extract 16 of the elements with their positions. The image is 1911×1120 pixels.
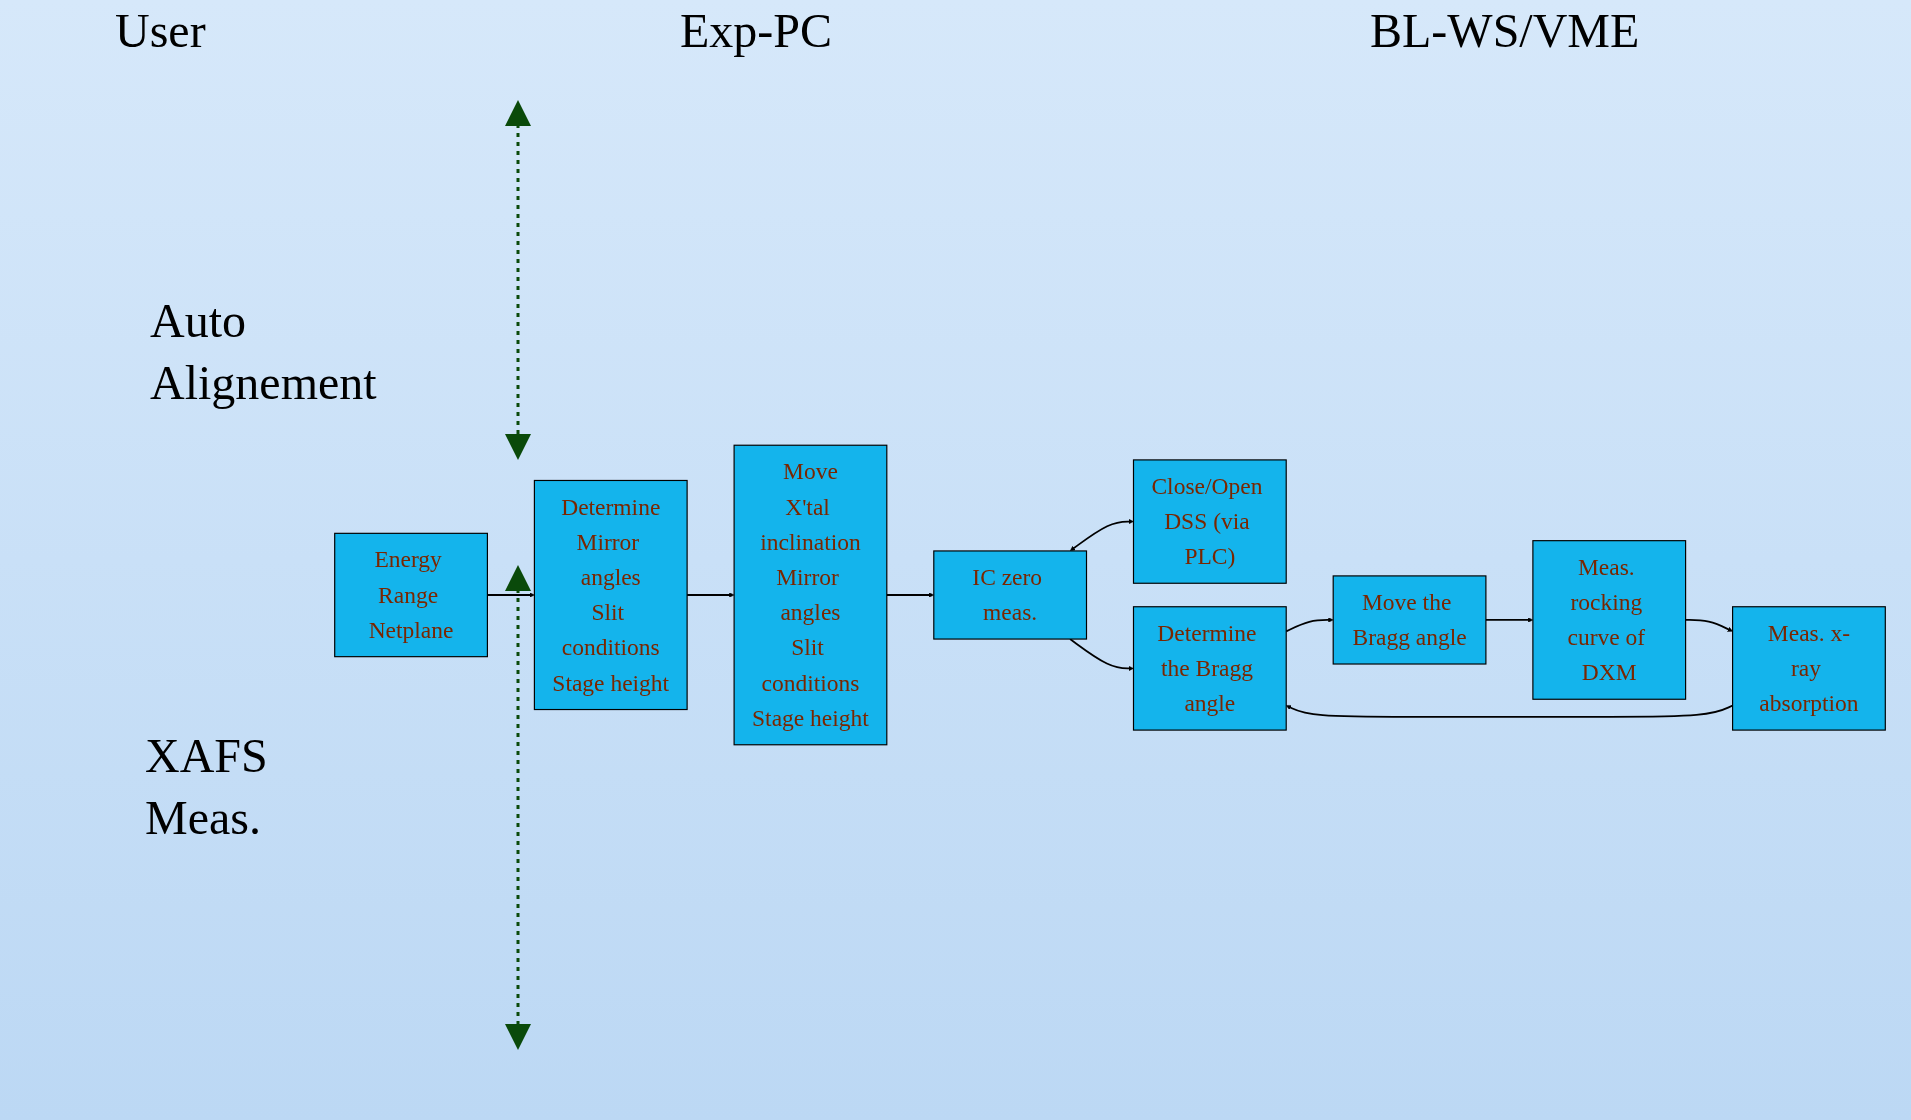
column-heading: User [115, 3, 206, 59]
arrow [1070, 519, 1134, 552]
node-box: Energy Range Netplane [334, 532, 488, 658]
node-box: Determine Mirror angles Slit conditions Stage height [533, 479, 688, 711]
node-box: Move the Bragg angle [1332, 575, 1487, 665]
column-heading: Exp-PC [680, 3, 832, 59]
arrow [1069, 638, 1134, 671]
node-box: Determine the Bragg angle [1132, 606, 1287, 731]
column-heading: BL-WS/VME [1370, 3, 1640, 59]
node-box: Meas. x-ray absorption [1732, 606, 1886, 731]
phase-label: Auto Alignement [150, 293, 378, 412]
phase-label: XAFS Meas. [145, 728, 269, 847]
node-box: IC zero meas. [933, 550, 1088, 640]
node-box: Meas. rocking curve of DXM [1532, 540, 1687, 700]
node-box: Close/Open DSS (via PLC) [1132, 459, 1287, 584]
node-box: Move X'tal inclination Mirror angles Slit conditions Stage height [733, 444, 888, 746]
